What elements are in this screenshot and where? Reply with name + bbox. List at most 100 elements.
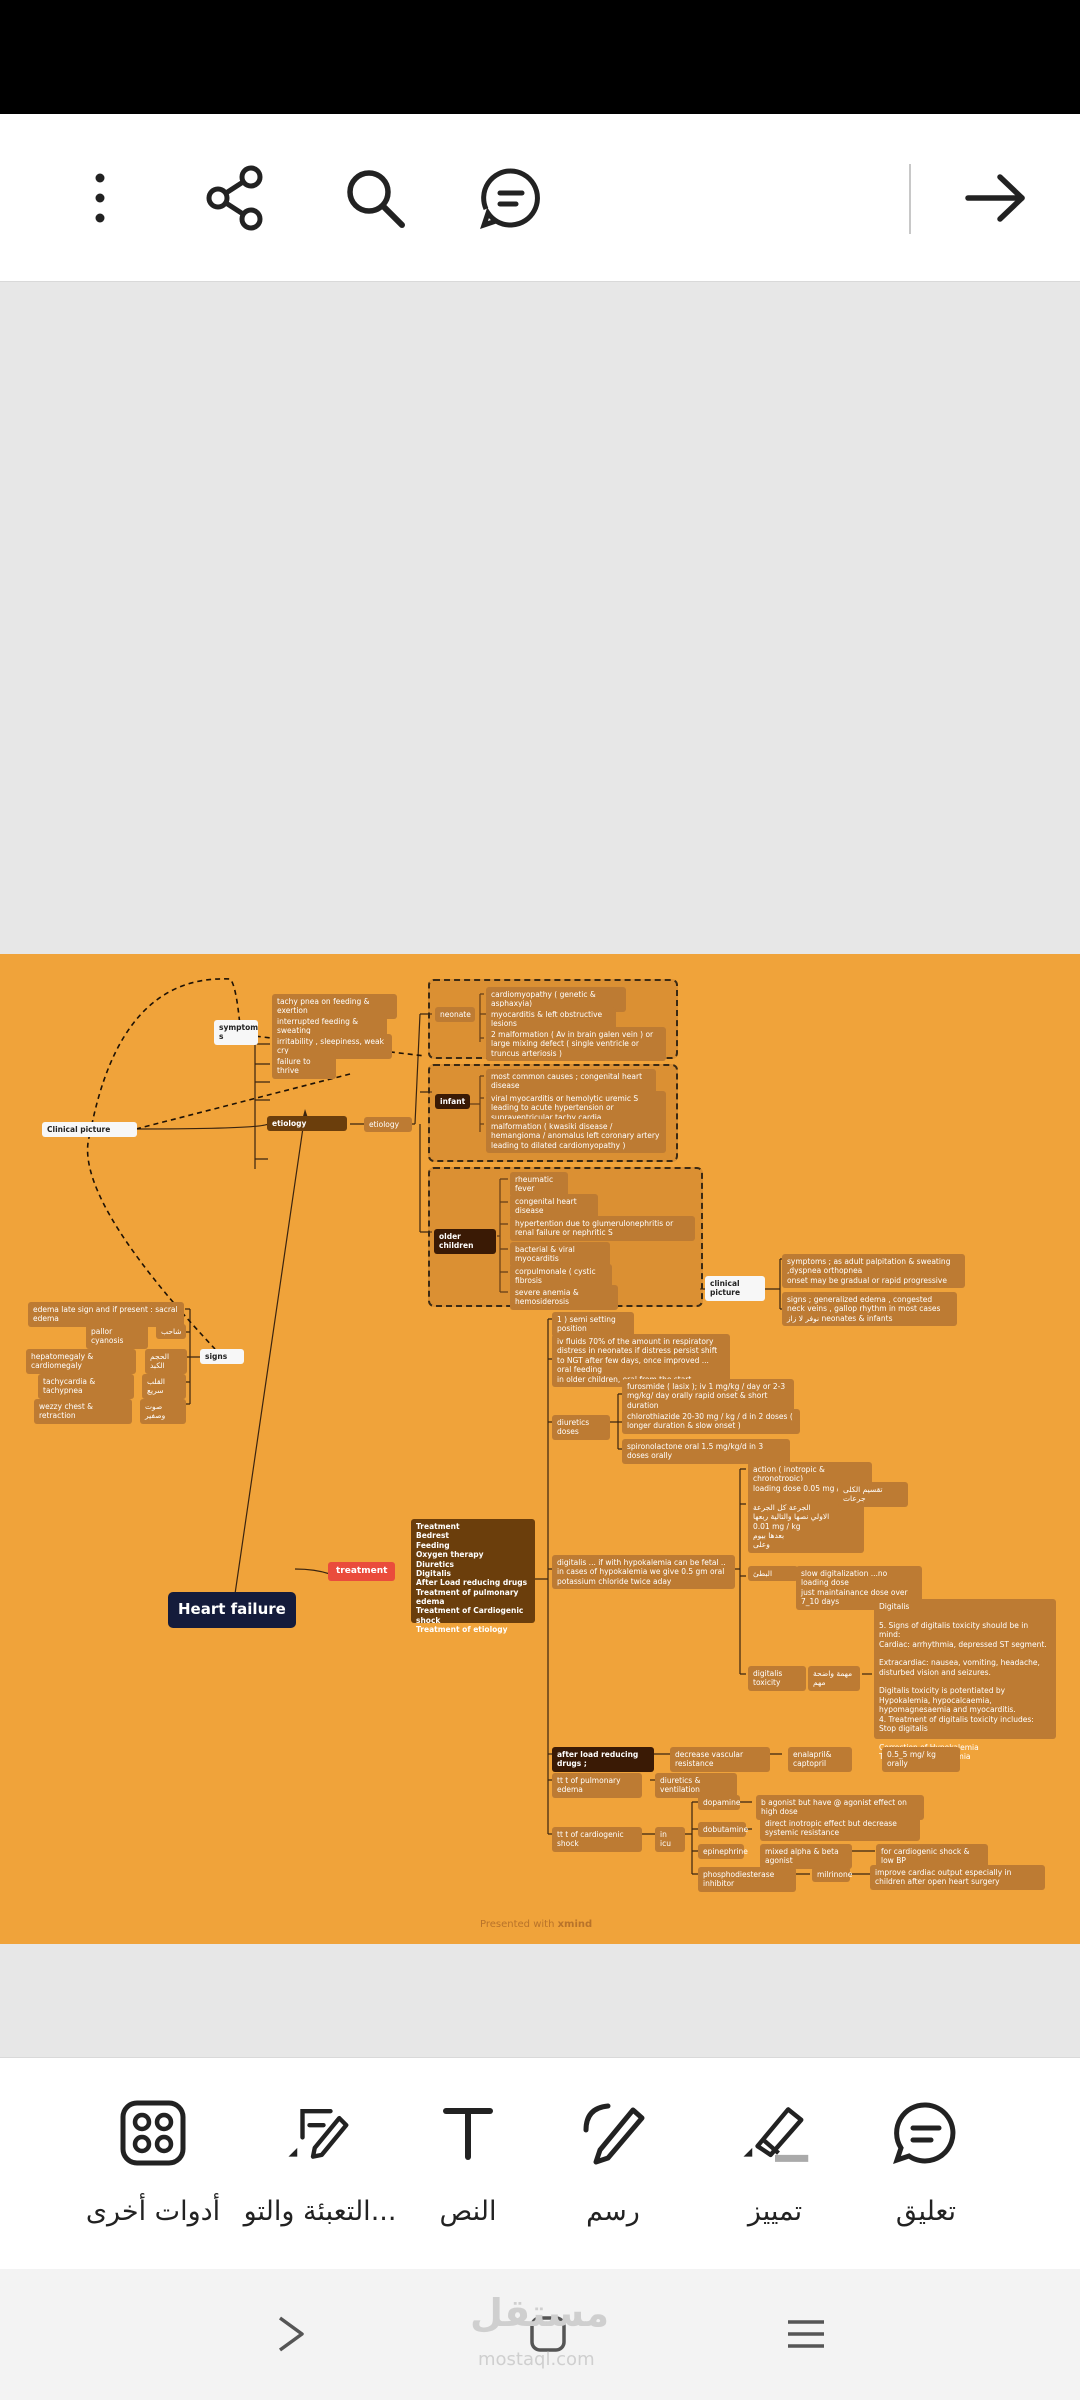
shock-extra[interactable]: improve cardiac output especially in chi… — [870, 1865, 1045, 1890]
sign-item[interactable]: hepatomegaly & cardiomegaly — [26, 1349, 136, 1374]
neonate-node[interactable]: neonate — [435, 1007, 475, 1023]
nav-home-button[interactable] — [508, 2299, 588, 2369]
arrow-right-icon — [965, 174, 1025, 222]
shock-effect[interactable]: milrinone — [812, 1867, 852, 1883]
sign-item-ar[interactable]: القلب سريع — [142, 1374, 186, 1399]
clinical-item[interactable]: signs ; generalized edema , congested ne… — [782, 1292, 957, 1327]
shock-effect[interactable]: mixed alpha & beta agonist — [760, 1844, 852, 1869]
tool-fill-sign[interactable]: التعبئة والتو... — [244, 2098, 396, 2248]
infant-item[interactable]: malformation ( kwasiki disease / hemangi… — [486, 1119, 666, 1154]
shock-drug[interactable]: phosphodiesterase inhibitor — [698, 1867, 796, 1892]
signs-node[interactable]: signs — [200, 1349, 244, 1365]
mindmap-connectors — [86, 978, 875, 1875]
tool-draw[interactable]: رسم — [538, 2098, 688, 2248]
infant-node[interactable]: infant — [435, 1094, 470, 1110]
etiology-sub-node[interactable]: etiology — [364, 1117, 412, 1133]
fill-sign-icon — [285, 2098, 355, 2168]
search-button[interactable] — [325, 148, 425, 248]
shock-drug[interactable]: dopamine — [698, 1795, 740, 1811]
symptoms-node[interactable]: symptom s — [214, 1020, 258, 1045]
older-children-node[interactable]: older children — [434, 1229, 496, 1254]
root-node[interactable]: Heart failure — [168, 1592, 296, 1628]
treatment-list-node[interactable]: Treatment Bedrest Feeding Oxygen therapy… — [411, 1519, 535, 1634]
shock-effect[interactable]: direct inotropic effect but decrease sys… — [760, 1816, 920, 1841]
etiology-node[interactable]: etiology — [267, 1116, 347, 1132]
shock-icu-item[interactable]: in icu — [655, 1827, 685, 1852]
tool-label: النص — [439, 2196, 497, 2227]
sign-item[interactable]: tachycardia & tachypnea — [38, 1374, 134, 1399]
nav-back-button[interactable] — [766, 2299, 846, 2369]
older-item[interactable]: severe anemia & hemosiderosis — [510, 1285, 618, 1310]
pen-draw-icon — [578, 2098, 648, 2168]
sign-item[interactable]: edema late sign and if present : sacral … — [28, 1302, 184, 1327]
digitalis-toxicity[interactable]: digitalis toxicity — [748, 1666, 806, 1691]
sign-item-ar[interactable]: صوت وصفير — [140, 1399, 186, 1424]
more-options-button[interactable] — [50, 148, 150, 248]
clinical-picture-2-node[interactable]: clinical picture — [705, 1276, 765, 1301]
treatment-item[interactable]: digitalis ... if with hypokalemia can be… — [552, 1555, 735, 1590]
digitalis-toxicity-text[interactable]: Digitalis 5. Signs of digitalis toxicity… — [874, 1599, 1056, 1761]
shock-effect[interactable]: b agonist but have @ agonist effect on h… — [756, 1795, 924, 1820]
symptom-item[interactable]: failure to thrive — [272, 1054, 336, 1079]
status-bar — [0, 0, 1080, 114]
treatment-item[interactable]: after load reducing drugs ; — [552, 1747, 654, 1772]
home-icon — [530, 2316, 566, 2352]
diuretic-item[interactable]: chlorothiazide 20-30 mg / kg / d in 2 do… — [622, 1409, 800, 1434]
toolbar-divider — [909, 164, 911, 234]
share-icon — [206, 165, 263, 231]
older-item[interactable]: hypertention due to glumerulonephritis o… — [510, 1216, 695, 1241]
document-viewer[interactable]: Heart failure treatment Treatment Bedres… — [0, 282, 1080, 2057]
forward-button[interactable] — [946, 148, 1046, 248]
top-toolbar — [0, 114, 1080, 282]
treatment-item[interactable]: 1 ) semi setting position — [552, 1312, 634, 1337]
treatment-item[interactable]: diuretics doses — [552, 1415, 610, 1440]
tool-label: رسم — [586, 2196, 640, 2227]
back-icon — [788, 2320, 824, 2348]
older-item[interactable]: bacterial & viral myocarditis — [510, 1242, 610, 1267]
older-item[interactable]: rheumatic fever — [510, 1172, 568, 1197]
shock-drug[interactable]: epinephrine — [698, 1844, 748, 1860]
sign-item-ar[interactable]: شاحب — [156, 1324, 186, 1340]
treatment-item[interactable]: tt t of pulmonary edema — [552, 1773, 642, 1798]
neonate-item[interactable]: 2 malformation ( Av in brain galen vein … — [486, 1027, 666, 1062]
treatment-item[interactable]: tt t of cardiogenic shock — [552, 1827, 642, 1852]
sign-item[interactable]: pallor cyanosis — [86, 1324, 148, 1349]
afterload-item[interactable]: decrease vascular resistance — [670, 1747, 770, 1772]
share-button[interactable] — [186, 148, 286, 248]
tool-more[interactable]: أدوات أخرى — [78, 2098, 228, 2248]
clinical-picture-node[interactable]: Clinical picture — [42, 1122, 137, 1138]
comments-button[interactable] — [461, 148, 561, 248]
afterload-item[interactable]: 0.5_5 mg/ kg orally — [882, 1747, 960, 1772]
nav-recents-button[interactable] — [250, 2299, 330, 2369]
older-item[interactable]: corpulmonale ( cystic fibrosis — [510, 1264, 612, 1289]
older-item[interactable]: congenital heart disease — [510, 1194, 598, 1219]
digitalis-loading-ar[interactable]: تقسيم الكلى جرعات — [838, 1482, 908, 1507]
sign-item-ar[interactable]: الحجم الكبد — [145, 1349, 187, 1374]
infant-item[interactable]: most common causes ; congenital heart di… — [486, 1069, 656, 1094]
watermark-brand: xmind — [557, 1919, 593, 1930]
diuretic-item[interactable]: spironolactone oral 1.5 mg/kg/d in 3 dos… — [622, 1439, 790, 1464]
tool-label: أدوات أخرى — [85, 2196, 221, 2227]
treatment-node[interactable]: treatment — [328, 1562, 396, 1582]
watermark-prefix: Presented with — [480, 1919, 558, 1930]
bottom-tools-bar: تعليق تمييز رسم النص التعبئة والتو... أد… — [0, 2057, 1080, 2269]
pulm-edema-item[interactable]: diuretics & ventilation — [655, 1773, 737, 1798]
diuretic-item[interactable]: furosmide ( lasix ); iv 1 mg/kg / day or… — [622, 1379, 794, 1414]
digitalis-maint-ar[interactable]: البطئ — [748, 1566, 798, 1582]
mostaql-watermark-en: mostaql.com — [478, 2349, 595, 2370]
highlighter-icon — [740, 2098, 810, 2168]
more-vertical-icon — [95, 173, 105, 223]
clinical-item[interactable]: symptoms ; as adult palpitation & sweati… — [782, 1254, 965, 1289]
tool-highlight[interactable]: تمييز — [700, 2098, 850, 2248]
tool-comment[interactable]: تعليق — [851, 2098, 1001, 2248]
sign-item[interactable]: wezzy chest & retraction — [34, 1399, 132, 1424]
shock-extra[interactable]: for cardiogenic shock & low BP — [876, 1844, 988, 1869]
text-icon — [433, 2098, 503, 2168]
comment-icon — [480, 168, 540, 229]
shock-drug[interactable]: dobutamine — [698, 1822, 748, 1838]
tool-text[interactable]: النص — [393, 2098, 543, 2248]
digitalis-toxicity-ar[interactable]: مهمة واضحة مهم — [808, 1666, 860, 1691]
mostaql-watermark: مستقل — [470, 2291, 609, 2335]
search-icon — [347, 170, 405, 228]
afterload-item[interactable]: enalapril& captopril — [788, 1747, 852, 1772]
